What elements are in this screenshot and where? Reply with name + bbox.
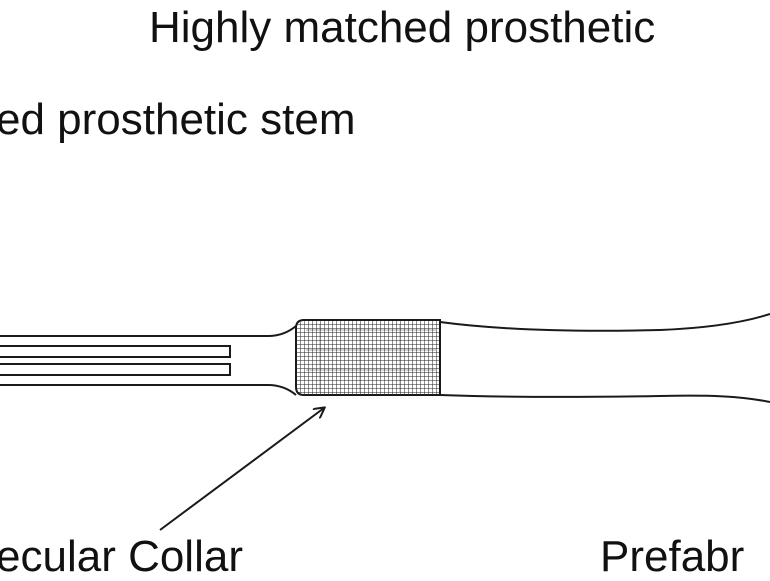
collar-pointer-arrow (159, 408, 324, 531)
label-prefab: Prefabr (600, 532, 745, 581)
title-top: Highly matched prosthetic (149, 3, 656, 52)
title-second: ed prosthetic stem (0, 95, 356, 144)
trabecular-collar (295, 319, 441, 396)
stem-shaft (0, 325, 297, 396)
bone-segment (439, 313, 770, 403)
stem-flutes (0, 345, 231, 376)
label-collar: ecular Collar (0, 532, 243, 581)
